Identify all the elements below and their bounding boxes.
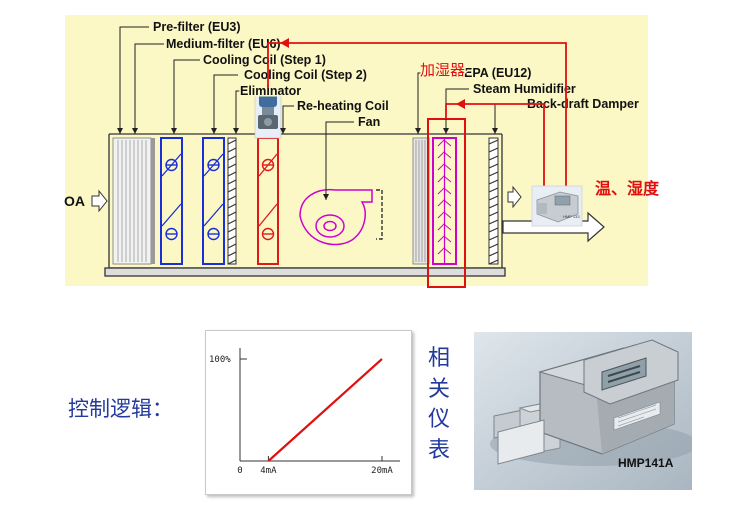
chart-ticks (240, 358, 383, 461)
sensor-tag: HMP 133 (563, 214, 580, 219)
y-tick-label: 100% (209, 355, 231, 365)
label-oa: OA (64, 193, 85, 209)
label-cooling-coil-2: Cooling Coil (Step 2) (244, 68, 367, 82)
eliminator (227, 137, 237, 265)
label-back-draft-damper: Back-draft Damper (527, 97, 639, 111)
x-tick-label: 0 (237, 466, 242, 476)
control-logic-chart: 100% 0 4mA 20mA (205, 330, 412, 495)
model-label: HMP141A (618, 456, 674, 470)
steam-humidifier (432, 137, 457, 265)
chart-tick-labels: 100% 0 4mA 20mA (209, 355, 393, 476)
instrument-title-char: 仪 (427, 407, 450, 432)
chart-axes (239, 348, 400, 462)
supply-small-arrow (507, 185, 522, 209)
series-line (267, 358, 383, 462)
x-tick-label: 4mA (260, 466, 277, 476)
label-temp-humidity-cn: 温、湿度 (594, 179, 660, 198)
oa-inlet-arrow (91, 189, 108, 213)
medium-filter (151, 138, 155, 264)
label-pre-filter: Pre-filter (EU3) (153, 20, 241, 34)
chart-series (267, 358, 383, 462)
label-hepa: HEPA (EU12) (455, 66, 531, 80)
label-fan: Fan (358, 115, 380, 129)
instrument-title: 相 关 仪 表 (424, 344, 454, 466)
label-reheating-coil: Re-heating Coil (297, 99, 389, 113)
control-logic-label: 控制逻辑： (68, 397, 173, 421)
leader-arrowheads (117, 128, 498, 200)
label-cooling-coil-1: Cooling Coil (Step 1) (203, 53, 326, 67)
x-tick-label: 20mA (371, 466, 393, 476)
control-signal-lines (267, 42, 567, 186)
cooling-coil-2 (202, 137, 225, 265)
sensor-photo-image (474, 332, 692, 490)
cooling-coil-1 (160, 137, 183, 265)
chart-canvas: 100% 0 4mA 20mA (209, 348, 400, 476)
fan-icon (299, 188, 373, 246)
label-steam-humidifier: Steam Humidifier (473, 82, 576, 96)
back-draft-damper (488, 137, 499, 265)
valve-actuator-icon (254, 87, 282, 139)
duct-sensor-icon: HMP 133 (531, 185, 583, 227)
pre-filter (112, 137, 152, 265)
instrument-title-char: 表 (427, 437, 450, 463)
label-humidifier-cn: 加湿器 (420, 61, 465, 79)
ahu-schematic: Pre-filter (EU3) Medium-filter (EU6) Coo… (64, 15, 660, 288)
instrument-title-char: 关 (427, 376, 450, 402)
label-eliminator: Eliminator (240, 84, 301, 98)
fan-motor-bracket (376, 189, 383, 240)
schematic-background (65, 15, 648, 286)
supply-outlet-arrow (502, 211, 605, 243)
label-medium-filter: Medium-filter (EU6) (166, 37, 281, 51)
signal-arrowheads (280, 38, 465, 109)
instrument-title-char: 相 (427, 346, 450, 371)
hepa-filter (412, 137, 430, 265)
